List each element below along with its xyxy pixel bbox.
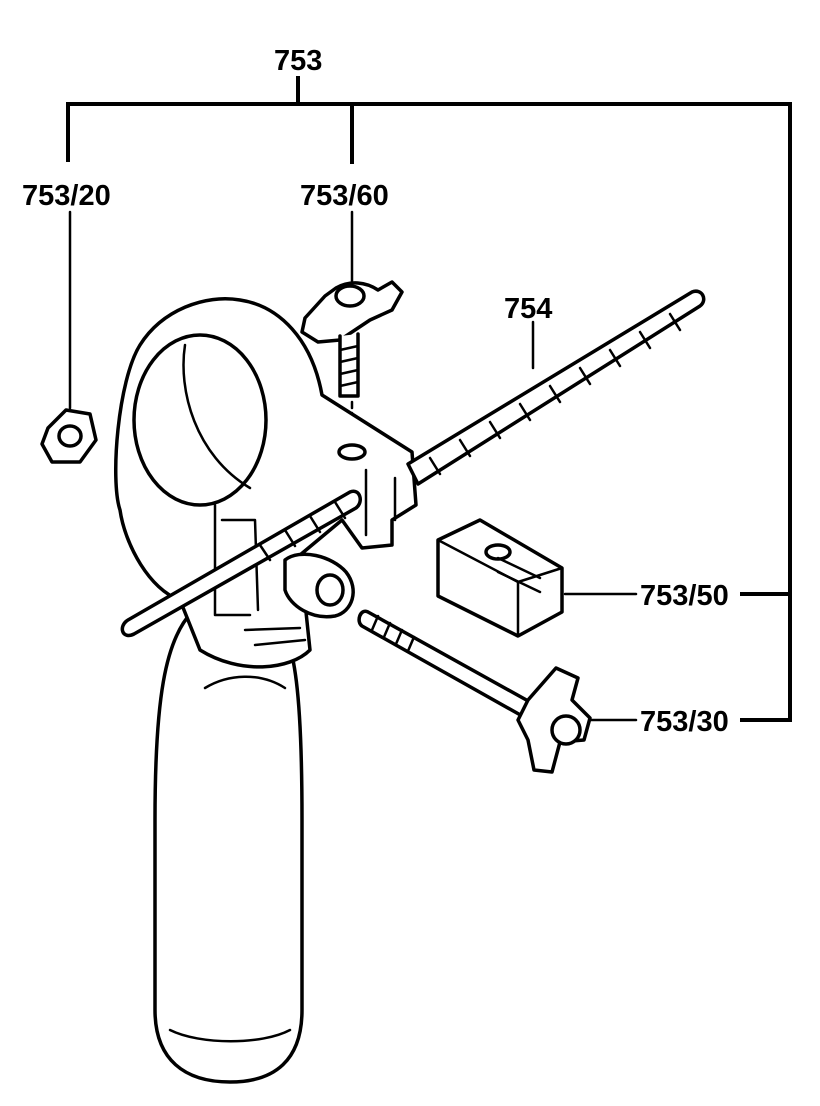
hex-nut-part-753-20 (40, 408, 98, 464)
side-knob (283, 552, 355, 619)
threaded-rod-part-754 (120, 289, 706, 638)
callout-labels: 753 753/20 753/60 754 753/50 753/30 (22, 45, 729, 738)
callout-753-50: 753/50 (640, 580, 729, 612)
callout-754: 754 (504, 293, 552, 325)
callout-753-60: 753/60 (300, 180, 389, 212)
t-bolt-part-753-30 (357, 609, 592, 774)
clamp-housing (113, 297, 418, 669)
callout-753-20: 753/20 (22, 180, 111, 212)
leader-lines (66, 76, 792, 722)
block-part-753-50 (436, 518, 564, 638)
handle-grip (153, 610, 304, 1084)
callout-753: 753 (274, 45, 322, 77)
callout-753-30: 753/30 (640, 706, 729, 738)
wing-screw-part-753-60 (300, 280, 404, 398)
